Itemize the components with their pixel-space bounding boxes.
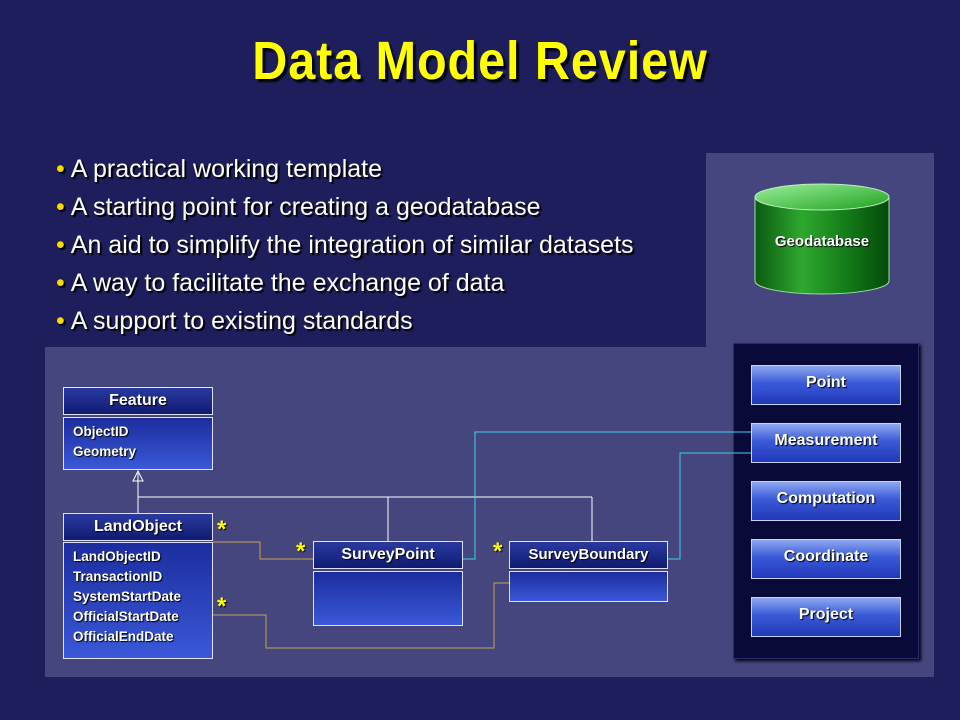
bullet-list: •A practical working template •A startin… <box>56 150 634 340</box>
surveyboundary-class-header: SurveyBoundary <box>509 541 668 569</box>
bullet-item: •A starting point for creating a geodata… <box>56 193 541 221</box>
bullet-item: •A way to facilitate the exchange of dat… <box>56 269 505 297</box>
bullet-icon: • <box>56 155 65 183</box>
multiplicity-star: * <box>296 538 306 565</box>
bullet-item: •A support to existing standards <box>56 307 413 335</box>
slide-title: Data Model Review <box>252 31 708 91</box>
feature-attributes: ObjectID Geometry <box>73 422 136 462</box>
point-box: Point <box>751 365 901 405</box>
project-box: Project <box>751 597 901 637</box>
feature-class-header: Feature <box>63 387 213 415</box>
bullet-item: •An aid to simplify the integration of s… <box>56 231 634 259</box>
surveypoint-class-body <box>313 571 463 626</box>
bullet-icon: • <box>56 307 65 335</box>
landobject-class-header: LandObject <box>63 513 213 541</box>
attribute: ObjectID <box>73 424 129 439</box>
attribute: TransactionID <box>73 569 163 584</box>
landobject-attributes: LandObjectID TransactionID SystemStartDa… <box>73 547 181 647</box>
attribute: SystemStartDate <box>73 589 182 604</box>
coordinate-box: Coordinate <box>751 539 901 579</box>
feature-class-body <box>63 417 213 470</box>
landobject-class-body <box>63 542 213 659</box>
geodatabase-label: Geodatabase <box>774 233 870 250</box>
computation-box: Computation <box>751 481 901 521</box>
bullet-item: •A practical working template <box>56 155 383 183</box>
surveypoint-class-header: SurveyPoint <box>313 541 463 569</box>
bullet-icon: • <box>56 193 65 221</box>
bullet-icon: • <box>56 269 65 297</box>
bullet-icon: • <box>56 231 65 259</box>
surveyboundary-class-body <box>509 571 668 602</box>
attribute: OfficialStartDate <box>73 609 179 624</box>
multiplicity-star: * <box>493 538 503 565</box>
attribute: OfficialEndDate <box>73 629 174 644</box>
geodatabase-cylinder-icon <box>754 183 890 295</box>
multiplicity-star: * <box>217 516 227 543</box>
measurement-box: Measurement <box>751 423 901 463</box>
multiplicity-star: * <box>217 593 227 620</box>
attribute: LandObjectID <box>73 549 161 564</box>
attribute: Geometry <box>73 444 137 459</box>
